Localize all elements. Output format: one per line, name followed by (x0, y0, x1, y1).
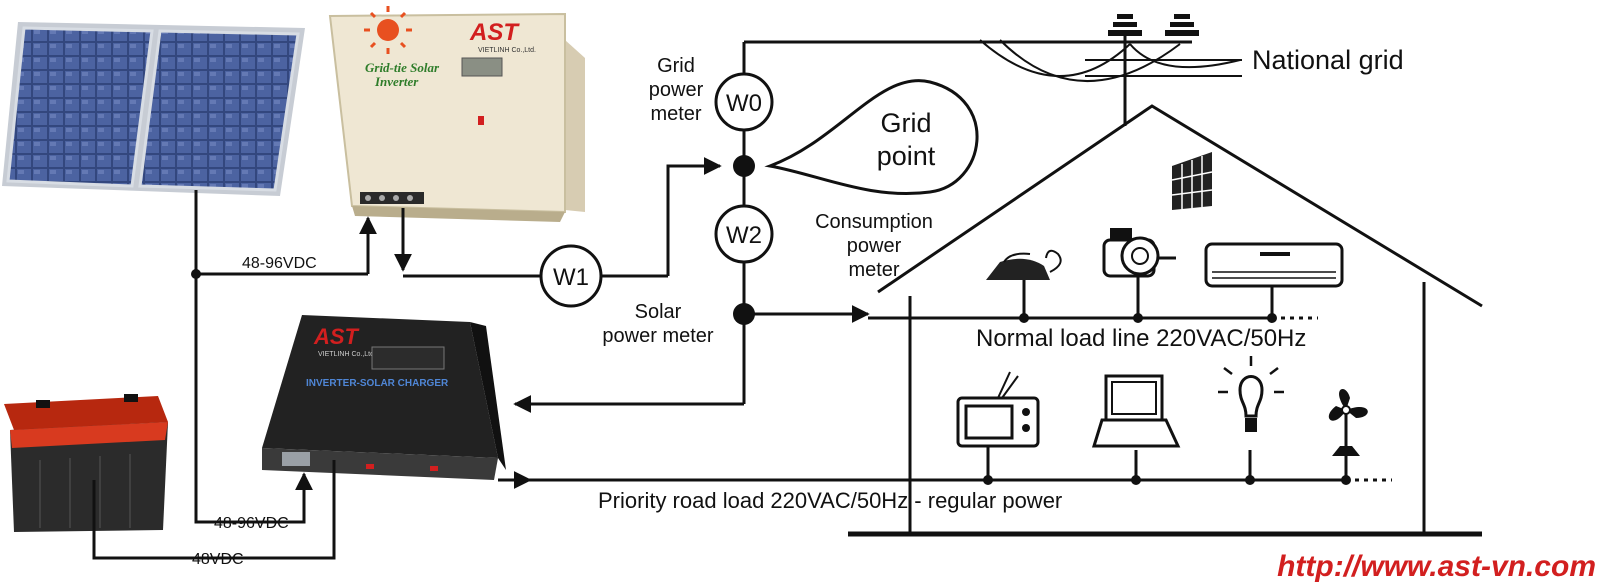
house-outline (848, 104, 1483, 537)
consumption-meter-line3: meter (848, 259, 899, 281)
grid-meter-line3: meter (650, 103, 701, 125)
air-conditioner-icon (1204, 242, 1344, 288)
grid-point-line2: point (877, 141, 936, 171)
grid-point-callout (764, 79, 979, 196)
dc-wiring (92, 190, 377, 560)
charger-terminals (282, 452, 310, 466)
grid-trunk-wiring (513, 40, 1192, 413)
consumption-junction (733, 303, 755, 325)
inverter-title-line1: Grid-tie Solar (365, 60, 440, 75)
grid-tie-inverter-icon: AST VIETLINH Co.,Ltd. Grid-tie Solar Inv… (328, 6, 585, 222)
consumption-meter-line1: Consumption (815, 211, 933, 233)
sun-icon (364, 6, 412, 54)
battery-icon (4, 394, 168, 532)
charger-title: INVERTER-SOLAR CHARGER (306, 378, 449, 389)
power-pole-icon (979, 14, 1242, 126)
motor-icon (1102, 228, 1176, 278)
grid-point-line1: Grid (880, 108, 931, 138)
charger-status-panel (371, 346, 445, 370)
iron-icon (986, 249, 1062, 280)
inverter-title-line2: Inverter (374, 74, 419, 89)
vdc-battery-label: 48VDC (192, 551, 244, 568)
inverter-solar-charger-icon: AST VIETLINH Co.,Ltd. INVERTER-SOLAR CHA… (262, 315, 506, 480)
grid-meter-line1: Grid (657, 55, 695, 77)
meter-w0-label: W0 (726, 90, 762, 117)
inverter-display (461, 57, 503, 77)
charger-brand: AST (313, 324, 360, 349)
priority-load-label: Priority road load 220VAC/50Hz - regular… (598, 488, 1062, 513)
priority-load-line (498, 446, 1392, 489)
charger-company: VIETLINH Co.,Ltd. (318, 351, 376, 358)
light-bulb-icon (1218, 356, 1284, 432)
vdc-bottom-label: 48-96VDC (214, 515, 289, 532)
website-url: http://www.ast-vn.com (1277, 550, 1596, 583)
solar-meter-line1: Solar (635, 301, 682, 323)
inverter-terminals (360, 192, 424, 204)
fan-icon (1328, 388, 1368, 456)
laptop-icon (1091, 374, 1181, 448)
meter-w1-label: W1 (553, 264, 589, 291)
meter-w2-label: W2 (726, 222, 762, 249)
meter-w2: W2 (714, 204, 774, 264)
normal-load-line (868, 276, 1318, 323)
normal-load-label: Normal load line 220VAC/50Hz (976, 325, 1306, 352)
ac-solar-wiring (394, 157, 722, 278)
national-grid-label: National grid (1252, 45, 1404, 75)
small-solar-panel-icon (1171, 152, 1213, 210)
grid-point-junction (733, 155, 755, 177)
vdc-top-label: 48-96VDC (242, 255, 317, 272)
meter-w0: W0 (714, 72, 774, 132)
solar-meter-line2: power meter (602, 325, 713, 347)
inverter-switch (478, 116, 484, 125)
inverter-company: VIETLINH Co.,Ltd. (478, 47, 536, 54)
solar-panel-icon (2, 22, 305, 196)
inverter-brand: AST (469, 19, 520, 46)
tv-icon (956, 371, 1040, 448)
consumption-meter-line2: power (847, 235, 902, 257)
meter-w1: W1 (539, 244, 603, 308)
grid-meter-line2: power (649, 79, 704, 101)
